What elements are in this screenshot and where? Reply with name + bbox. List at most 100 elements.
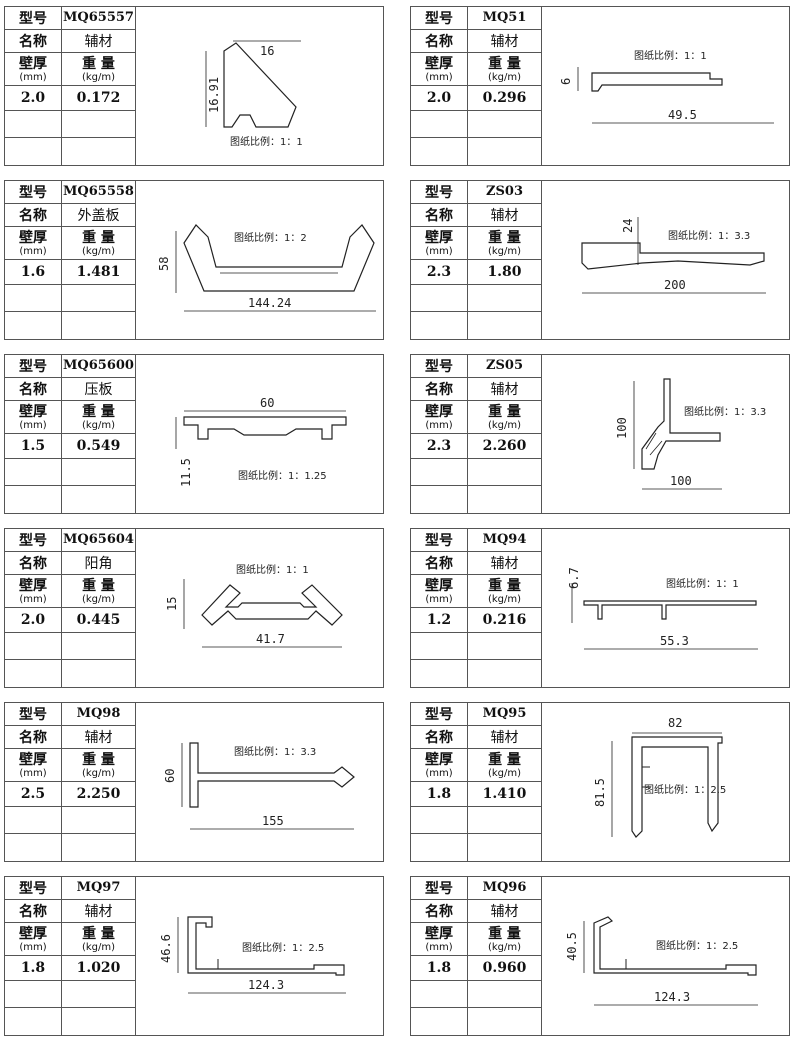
model-value: ZS03 [467,181,542,204]
dimension-height: 24 [621,219,635,233]
profile-svg: 60 11.5 [175,396,347,487]
profile-shape [631,736,723,838]
model-value: MQ65600 [61,355,136,378]
thickness-label: 壁厚(mm) [5,748,62,783]
weight-label: 重 量(kg/m) [467,226,542,261]
model-label: 型号 [5,703,62,726]
name-label: 名称 [411,898,468,924]
name-label: 名称 [411,724,468,750]
dimension-width: 49.5 [668,108,697,122]
name-label: 名称 [5,376,62,402]
profile-shape [189,742,355,808]
thickness-value: 2.0 [411,85,468,111]
dimension-height: 6 [559,78,573,85]
thickness-label: 壁厚(mm) [5,52,62,87]
weight-label: 重 量(kg/m) [467,748,542,783]
thickness-value: 1.2 [411,607,468,633]
dimension-height: 46.6 [159,934,173,963]
dimension-height: 60 [163,769,177,783]
name-value: 辅材 [61,724,136,750]
profile-drawing: 100 100 图纸比例：1：3.3 [542,355,790,514]
weight-label: 重 量(kg/m) [61,574,136,609]
profile-shape [581,242,765,270]
model-value: ZS05 [467,355,542,378]
name-label: 名称 [5,28,62,54]
drawing-scale: 图纸比例：1：1 [634,51,707,62]
name-value: 辅材 [467,550,542,576]
name-label: 名称 [411,376,468,402]
name-value: 压板 [61,376,136,402]
weight-value: 2.260 [467,433,542,459]
name-value: 辅材 [467,724,542,750]
model-label: 型号 [5,529,62,552]
dimension-width: 155 [262,814,284,828]
weight-value: 1.481 [61,259,136,285]
profile-drawing: 60 11.5 图纸比例：1：1.25 [136,355,384,514]
drawing-scale: 图纸比例：1：1 [666,579,739,590]
model-label: 型号 [5,355,62,378]
name-value: 辅材 [61,898,136,924]
weight-label: 重 量(kg/m) [467,52,542,87]
thickness-label: 壁厚(mm) [411,226,468,261]
weight-value: 1.410 [467,781,542,807]
profile-drawing: 15 41.7 图纸比例：1：1 [136,529,384,688]
dimension-height: 81.5 [593,778,607,807]
dimension-width: 60 [260,396,274,410]
thickness-value: 2.5 [5,781,62,807]
profile-svg: 82 81.5 [593,716,723,838]
model-value: MQ95 [467,703,542,726]
profile-shape [187,916,345,976]
profile-shape [583,600,757,620]
profile-drawing: 60 155 图纸比例：1：3.3 [136,703,384,862]
thickness-value: 1.5 [5,433,62,459]
thickness-label: 壁厚(mm) [411,574,468,609]
drawing-scale: 图纸比例：1：2.5 [644,785,727,796]
weight-value: 0.216 [467,607,542,633]
drawing-scale: 图纸比例：1：1.25 [238,471,327,482]
thickness-label: 壁厚(mm) [411,52,468,87]
drawing-scale: 图纸比例：1：3.3 [234,747,317,758]
dimension-width: 124.3 [248,978,284,992]
weight-label: 重 量(kg/m) [61,400,136,435]
drawing-scale: 图纸比例：1：2.5 [656,941,739,952]
dimension-width: 124.3 [654,990,690,1004]
weight-value: 0.960 [467,955,542,981]
thickness-label: 壁厚(mm) [5,226,62,261]
name-value: 辅材 [467,202,542,228]
model-value: MQ98 [61,703,136,726]
weight-label: 重 量(kg/m) [467,400,542,435]
name-value: 辅材 [467,28,542,54]
model-label: 型号 [411,529,468,552]
dimension-width: 100 [670,474,692,488]
model-label: 型号 [411,877,468,900]
dimension-width: 16 [260,44,274,58]
drawing-scale: 图纸比例：1：3.3 [684,407,767,418]
dimension-width: 200 [664,278,686,292]
name-label: 名称 [5,898,62,924]
name-value: 辅材 [467,898,542,924]
model-value: MQ65558 [61,181,136,204]
model-value: MQ51 [467,7,542,30]
weight-value: 2.250 [61,781,136,807]
thickness-value: 2.0 [5,607,62,633]
thickness-label: 壁厚(mm) [5,922,62,957]
weight-label: 重 量(kg/m) [61,748,136,783]
thickness-value: 2.3 [411,433,468,459]
name-value: 辅材 [467,376,542,402]
weight-value: 1.020 [61,955,136,981]
thickness-value: 2.3 [411,259,468,285]
thickness-value: 1.6 [5,259,62,285]
